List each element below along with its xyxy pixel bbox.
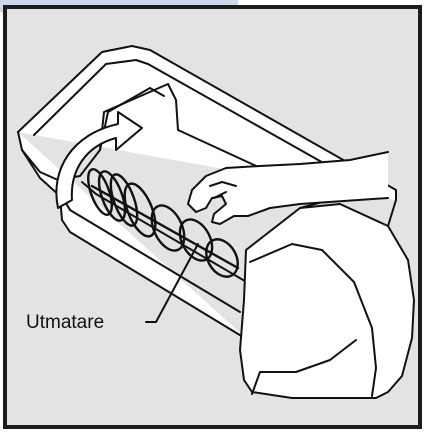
callout-leader-line — [145, 243, 199, 323]
auger-callout-label: Utmatare — [24, 312, 107, 334]
hand-finger-line — [209, 181, 237, 199]
bucket-front-housing — [239, 203, 415, 399]
ice-bucket — [17, 45, 415, 399]
bucket-back-wall — [99, 83, 331, 201]
bucket-left-lip — [21, 87, 165, 181]
bucket-rim — [17, 45, 397, 201]
housing-inner-curve — [251, 339, 357, 395]
hand-icon — [187, 151, 389, 225]
curved-arrow-icon — [55, 111, 143, 209]
auger-spring-icon — [87, 168, 240, 278]
bucket-floor-line-2 — [81, 181, 251, 285]
housing-face-curve — [249, 243, 377, 397]
bucket-inner-rim — [33, 59, 383, 197]
auger-shaft — [90, 184, 240, 270]
